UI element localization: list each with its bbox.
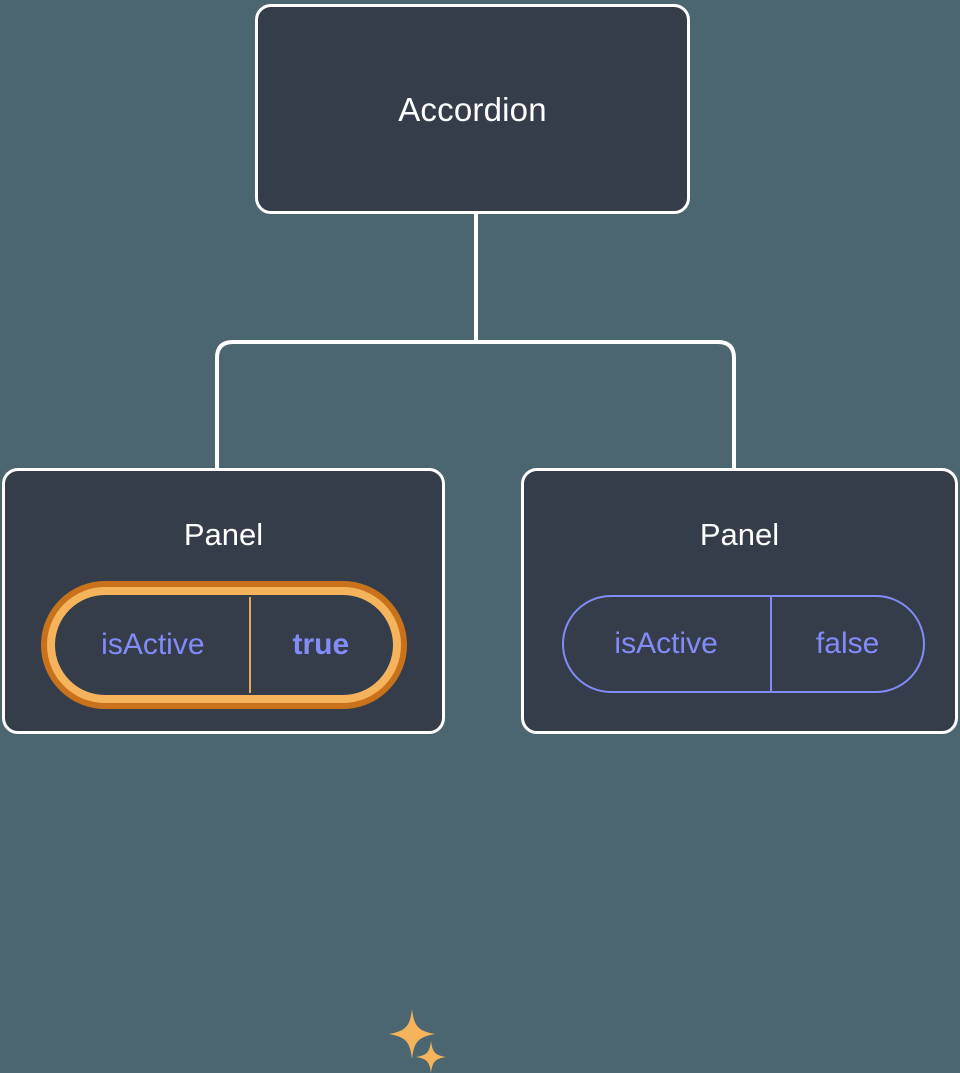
prop-value-false: false	[815, 627, 880, 660]
node-panel-inactive[interactable]: Panel isActive false	[521, 468, 958, 734]
node-panel-active[interactable]: Panel isActive true	[2, 468, 446, 1073]
node-accordion-title: Accordion	[398, 90, 547, 128]
node-panel-active-title: Panel	[183, 517, 264, 552]
prop-key-isactive: isActive	[57, 597, 251, 693]
connector-children-bus	[215, 340, 736, 470]
node-panel-inactive-title: Panel	[699, 517, 780, 552]
component-tree-diagram: Accordion Panel isActive true Panel isAc…	[2, 4, 958, 1073]
node-accordion[interactable]: Accordion	[255, 4, 690, 214]
prop-pill-isactive-false[interactable]: isActive false	[562, 595, 925, 693]
prop-value-true: true	[292, 628, 350, 661]
prop-key-isactive: isActive	[564, 597, 773, 691]
prop-pill-content: isActive true	[57, 597, 391, 693]
highlight-outer-ring	[41, 581, 407, 709]
sparkle-small-icon	[416, 1041, 446, 1073]
highlight-inner-ring	[47, 587, 401, 703]
prop-pill-isactive-true[interactable]: isActive true	[41, 581, 407, 709]
